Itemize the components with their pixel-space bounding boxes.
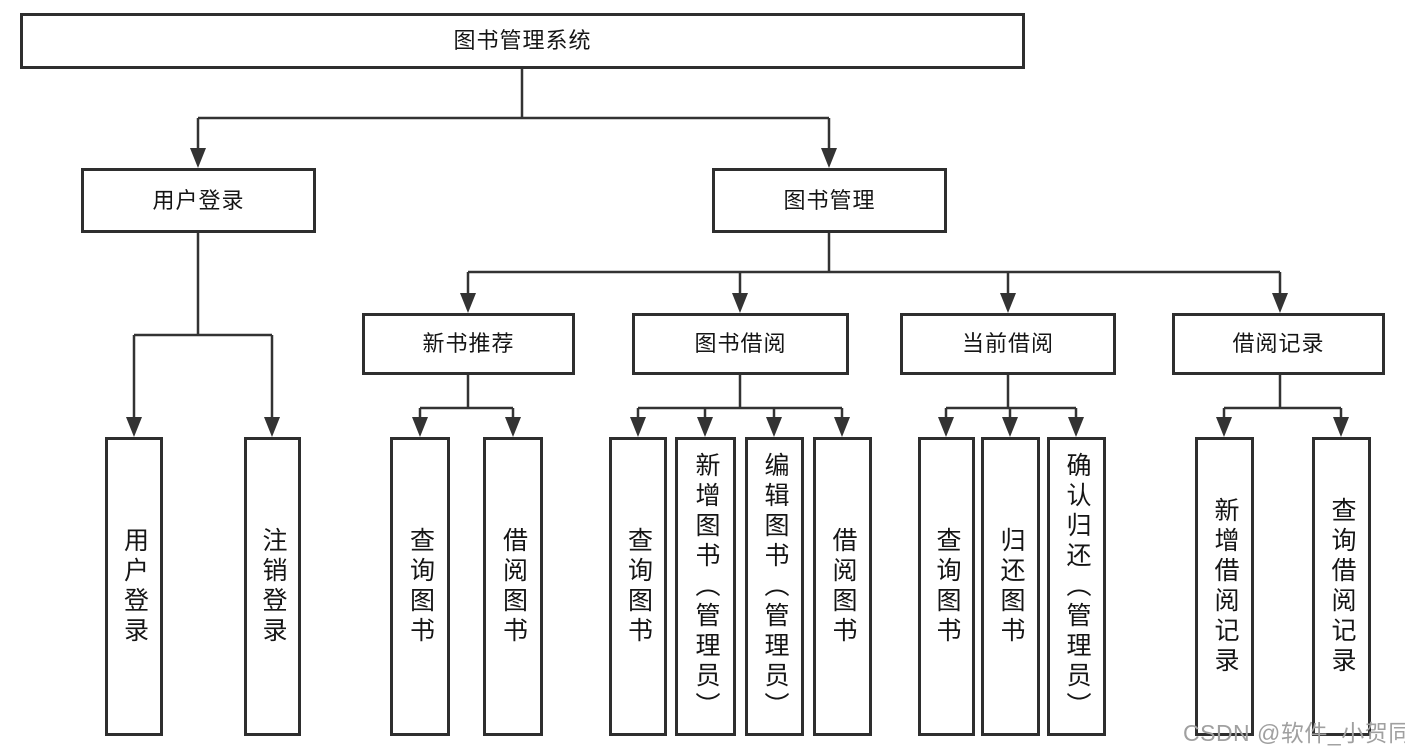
csdn-watermark: CSDN @软件_小贺同学: [1183, 720, 1405, 746]
leaf-recommend-query-books: 查询图书: [390, 437, 450, 736]
leaf-add-books-admin: 新增图书（管理员）: [675, 437, 736, 736]
leaf-label: 新增图书（管理员）: [692, 451, 720, 722]
node-current-borrow: 当前借阅: [900, 313, 1116, 375]
node-book-borrow: 图书借阅: [632, 313, 849, 375]
leaf-return-books: 归还图书: [981, 437, 1040, 736]
leaf-edit-books-admin: 编辑图书（管理员）: [745, 437, 804, 736]
leaf-borrow-query-books: 查询图书: [609, 437, 667, 736]
leaf-user-login: 用户登录: [105, 437, 163, 736]
node-label: 新书推荐: [422, 331, 515, 356]
node-label: 用户登录: [152, 187, 245, 213]
leaf-label: 注销登录: [259, 526, 287, 647]
leaf-label: 确认归还（管理员）: [1063, 451, 1091, 722]
leaf-label: 新增借阅记录: [1211, 496, 1239, 677]
leaf-recommend-borrow-books: 借阅图书: [483, 437, 543, 736]
leaf-label: 编辑图书（管理员）: [761, 451, 789, 722]
node-user-login: 用户登录: [81, 168, 316, 233]
leaf-label: 借阅图书: [499, 526, 528, 647]
leaf-borrow-books: 借阅图书: [813, 437, 872, 736]
leaf-label: 查询图书: [933, 526, 961, 647]
node-book-management: 图书管理: [712, 168, 947, 233]
node-label: 图书借阅: [694, 331, 787, 356]
leaf-logout: 注销登录: [244, 437, 301, 736]
leaf-add-borrow-record: 新增借阅记录: [1195, 437, 1254, 736]
leaf-confirm-return-admin: 确认归还（管理员）: [1047, 437, 1106, 736]
leaf-query-borrow-record: 查询借阅记录: [1312, 437, 1371, 736]
leaf-label: 用户登录: [120, 526, 149, 647]
node-borrow-records: 借阅记录: [1172, 313, 1385, 375]
leaf-current-query-books: 查询图书: [918, 437, 975, 736]
node-root-system: 图书管理系统: [20, 13, 1025, 69]
node-label: 图书管理: [783, 187, 876, 213]
leaf-label: 查询图书: [406, 526, 435, 647]
leaf-label: 查询借阅记录: [1328, 496, 1356, 677]
node-label: 图书管理系统: [453, 28, 592, 53]
node-label: 当前借阅: [961, 331, 1054, 356]
leaf-label: 查询图书: [624, 526, 653, 647]
leaf-label: 归还图书: [997, 526, 1025, 647]
leaf-label: 借阅图书: [829, 526, 857, 647]
node-new-book-recommend: 新书推荐: [362, 313, 575, 375]
node-label: 借阅记录: [1232, 331, 1325, 356]
arrowheads: [126, 148, 1349, 437]
